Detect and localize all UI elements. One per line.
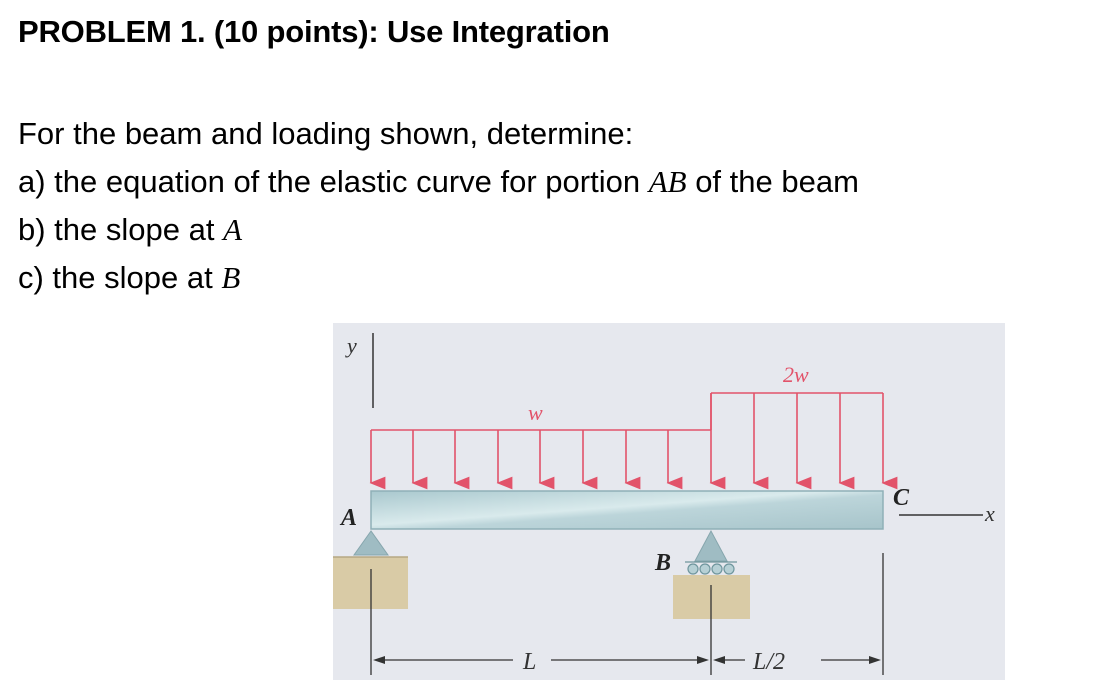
part-b: b) the slope at A: [18, 212, 243, 247]
x-axis-label: x: [984, 501, 995, 526]
symbol-b: B: [221, 260, 241, 295]
part-a: a) the equation of the elastic curve for…: [18, 164, 859, 199]
dim-l-half-label: L/2: [752, 649, 785, 675]
roller-support-b: [694, 529, 728, 562]
symbol-a: A: [223, 212, 243, 247]
part-c: c) the slope at B: [18, 260, 241, 295]
load-2w-label: 2w: [783, 362, 809, 387]
point-b-label: B: [654, 550, 671, 576]
pin-support-a: [353, 530, 389, 556]
point-a-label: A: [339, 505, 357, 531]
load-2w: [709, 392, 898, 490]
load-w-label: w: [528, 400, 543, 425]
problem-statement: For the beam and loading shown, determin…: [18, 110, 859, 302]
point-c-label: C: [893, 485, 910, 511]
rollers: [687, 563, 735, 575]
dim-l-label: L: [522, 649, 536, 675]
load-w: [369, 429, 711, 490]
beam-diagram: y w 2w A C x: [333, 323, 1005, 680]
intro-line: For the beam and loading shown, determin…: [18, 116, 634, 151]
problem-title: PROBLEM 1. (10 points): Use Integration: [18, 14, 610, 49]
beam: [370, 490, 884, 530]
symbol-ab: AB: [648, 164, 687, 199]
y-axis-label: y: [345, 333, 357, 358]
dimension-lines: [370, 553, 884, 675]
